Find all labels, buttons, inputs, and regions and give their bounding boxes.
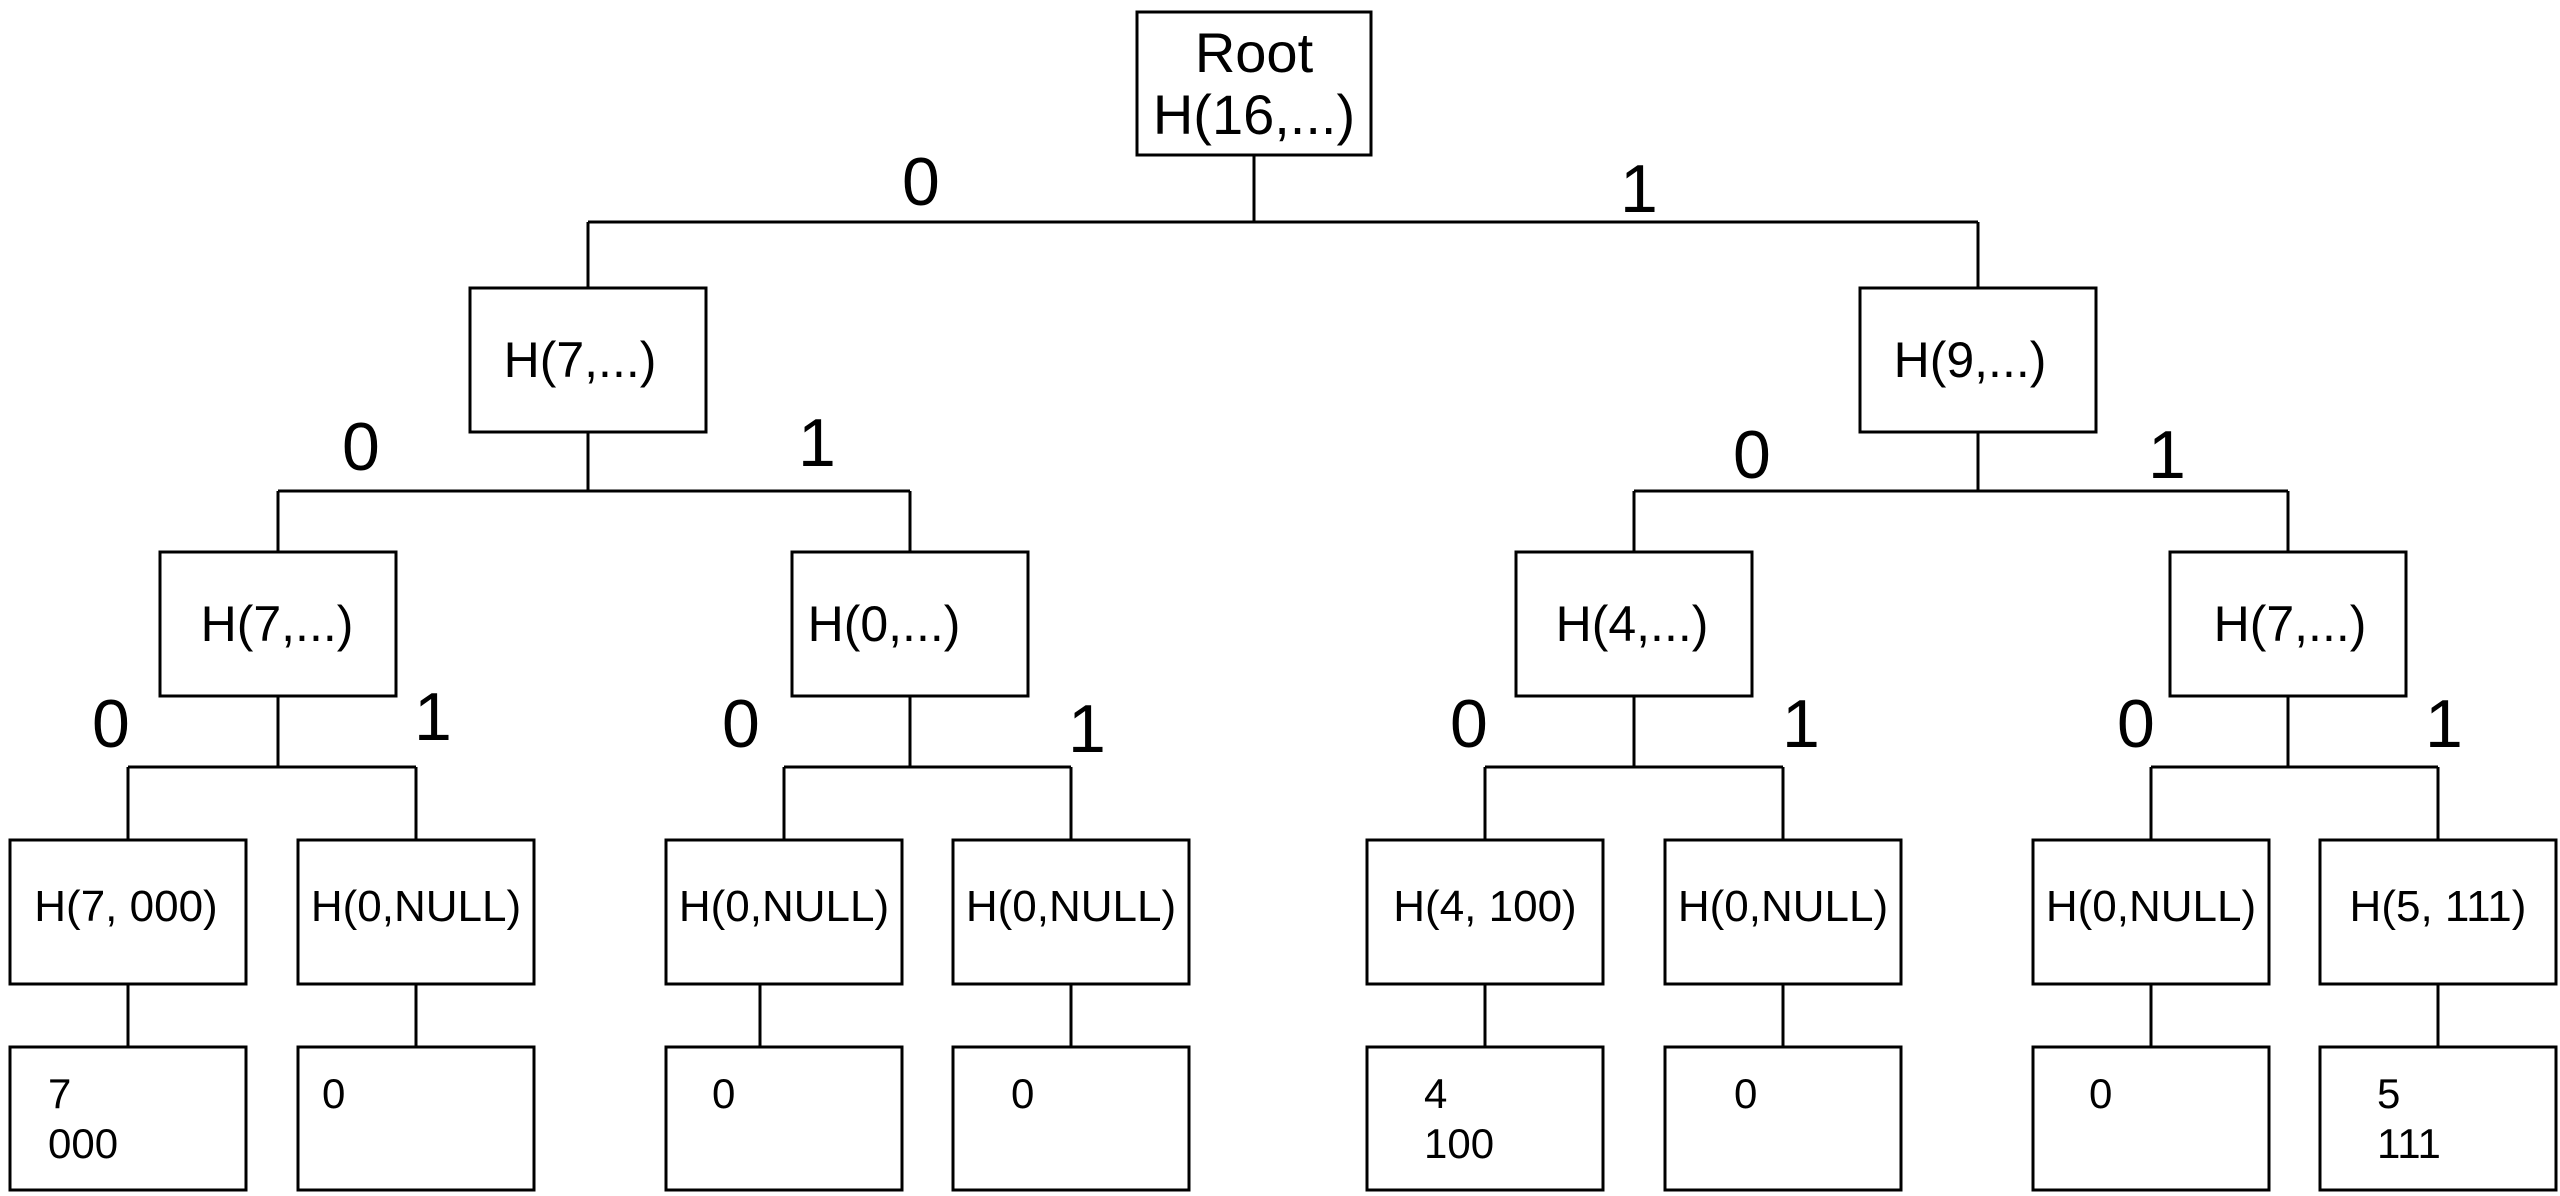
bit-label: 1	[798, 405, 836, 481]
leaf-hash-node: H(5, 111)	[2318, 838, 2558, 986]
leaf-hash-node: H(0,NULL)	[296, 838, 536, 986]
bit-label: 0	[722, 686, 760, 762]
data-value: 0	[712, 1070, 735, 1117]
bit-label: 0	[1733, 417, 1771, 493]
root-label: Root	[1195, 21, 1314, 84]
data-node: 0	[1663, 1045, 1903, 1192]
node-hash: H(7,...)	[2214, 596, 2367, 652]
hash-node: H(9,...)	[1858, 286, 2098, 434]
data-value: 5	[2377, 1070, 2400, 1117]
data-value: 100	[1424, 1120, 1494, 1167]
data-value: 0	[2089, 1070, 2112, 1117]
leaf-hash: H(0,NULL)	[966, 882, 1176, 931]
data-node: 5 111	[2318, 1045, 2558, 1192]
node-hash: H(9,...)	[1894, 332, 2047, 388]
edge-l2-3	[2149, 696, 2440, 840]
data-value: 0	[322, 1070, 345, 1117]
edge-l2-0	[126, 696, 418, 840]
bit-label: 1	[1782, 686, 1820, 762]
data-node: 7 000	[8, 1045, 248, 1192]
leaf-hash-node: H(7, 000)	[8, 838, 248, 986]
root-node: Root H(16,...)	[1135, 10, 1373, 157]
hash-node: H(7,...)	[2168, 550, 2408, 698]
bit-label: 1	[2148, 417, 2186, 493]
leaf-hash: H(7, 000)	[34, 882, 217, 931]
data-value: 111	[2377, 1120, 2441, 1167]
leaf-hash: H(0,NULL)	[679, 882, 889, 931]
data-node: 4 100	[1365, 1045, 1605, 1192]
data-value: 0	[1734, 1070, 1757, 1117]
bit-label: 1	[1068, 691, 1106, 767]
bit-label: 0	[92, 686, 130, 762]
bit-label: 0	[1450, 686, 1488, 762]
data-node: 0	[664, 1045, 904, 1192]
leaf-hash-node: H(0,NULL)	[664, 838, 904, 986]
bit-label: 1	[2425, 686, 2463, 762]
bit-label: 1	[414, 679, 452, 755]
leaf-hash-node: H(0,NULL)	[2031, 838, 2271, 986]
leaf-hash-node: H(4, 100)	[1365, 838, 1605, 986]
leaf-hash-node: H(0,NULL)	[1663, 838, 1903, 986]
data-value: 4	[1424, 1070, 1447, 1117]
hash-node: H(7,...)	[158, 550, 398, 698]
leaf-hash-node: H(0,NULL)	[951, 838, 1191, 986]
hash-node: H(7,...)	[468, 286, 708, 434]
leaf-hash: H(0,NULL)	[1678, 882, 1888, 931]
leaf-hash: H(0,NULL)	[2046, 882, 2256, 931]
data-node: 0	[2031, 1045, 2271, 1192]
node-hash: H(7,...)	[201, 596, 354, 652]
data-value: 7	[48, 1070, 71, 1117]
hash-node: H(4,...)	[1514, 550, 1754, 698]
bit-label: 1	[1620, 151, 1658, 227]
data-node: 0	[951, 1045, 1191, 1192]
node-hash: H(0,...)	[808, 596, 961, 652]
edge-leaf-data	[126, 984, 2440, 1047]
bit-label: 0	[2117, 686, 2155, 762]
branch-labels: 0 1 0 1 0 1 0 1 0 1 0 1 0 1	[92, 144, 2463, 767]
edge-l1-right	[1632, 432, 2290, 552]
data-value: 0	[1011, 1070, 1034, 1117]
tree-edges	[126, 155, 2440, 1047]
edge-l1-left	[276, 432, 912, 552]
edge-l2-1	[782, 696, 1073, 840]
root-hash: H(16,...)	[1153, 83, 1355, 146]
bit-label: 0	[902, 144, 940, 220]
node-hash: H(4,...)	[1556, 596, 1709, 652]
bit-label: 0	[342, 409, 380, 485]
leaf-hash: H(5, 111)	[2350, 882, 2527, 931]
edge-root	[586, 155, 1980, 288]
edge-l2-2	[1483, 696, 1785, 840]
leaf-hash: H(4, 100)	[1393, 882, 1576, 931]
data-value: 000	[48, 1120, 118, 1167]
data-node: 0	[296, 1045, 536, 1192]
node-hash: H(7,...)	[504, 332, 657, 388]
hash-node: H(0,...)	[790, 550, 1030, 698]
leaf-hash: H(0,NULL)	[311, 882, 521, 931]
